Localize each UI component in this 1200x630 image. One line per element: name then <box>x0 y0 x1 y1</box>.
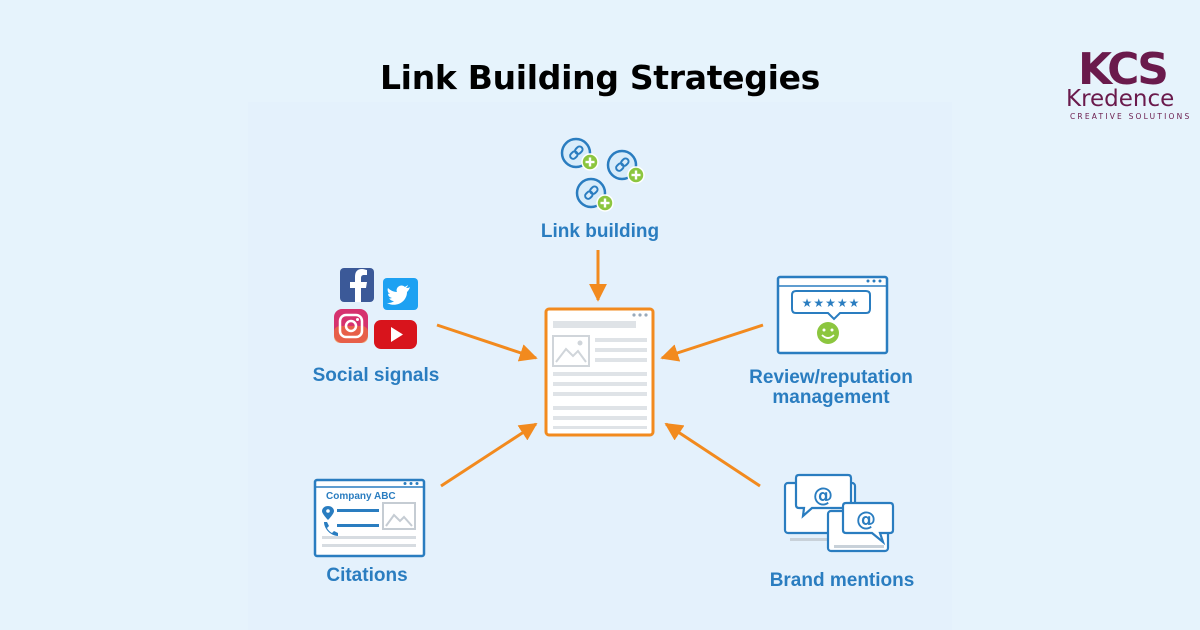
arrow-right-lower <box>664 422 761 488</box>
company-name: Company ABC <box>326 491 396 502</box>
node-label-citations: Citations <box>326 565 408 586</box>
node-label-review-line2: management <box>772 387 890 408</box>
review-window-icon: ★★★★★ <box>776 275 889 355</box>
web-page-icon <box>544 307 655 437</box>
node-label-brand-mentions: Brand mentions <box>769 570 915 591</box>
node-label-link-building: Link building <box>540 221 660 242</box>
arrow-right-upper <box>660 323 764 362</box>
svg-text:@: @ <box>856 507 876 531</box>
youtube-icon <box>374 320 417 349</box>
link-add-icon <box>560 137 645 212</box>
node-label-review: Review/reputation management <box>726 368 936 408</box>
page-title: Link Building Strategies <box>379 58 821 97</box>
node-label-social-signals: Social signals <box>312 365 440 386</box>
brand-logo: KCS Kredence CREATIVE SOLUTIONS <box>1062 44 1192 122</box>
arrow-left-lower <box>440 422 538 488</box>
logo-name: Kredence <box>1066 86 1175 112</box>
svg-text:@: @ <box>813 483 833 507</box>
instagram-icon <box>334 309 368 343</box>
node-label-review-line1: Review/reputation <box>749 367 913 388</box>
facebook-icon <box>340 268 374 302</box>
citation-window-icon <box>313 478 426 558</box>
logo-mark: KCS <box>1078 44 1169 95</box>
svg-text:★★★★★: ★★★★★ <box>802 296 861 310</box>
twitter-icon <box>383 278 418 310</box>
logo-tagline: CREATIVE SOLUTIONS <box>1070 112 1192 121</box>
arrow-left-upper <box>436 323 538 362</box>
at-speech-bubble-icon: @ @ <box>783 473 895 553</box>
